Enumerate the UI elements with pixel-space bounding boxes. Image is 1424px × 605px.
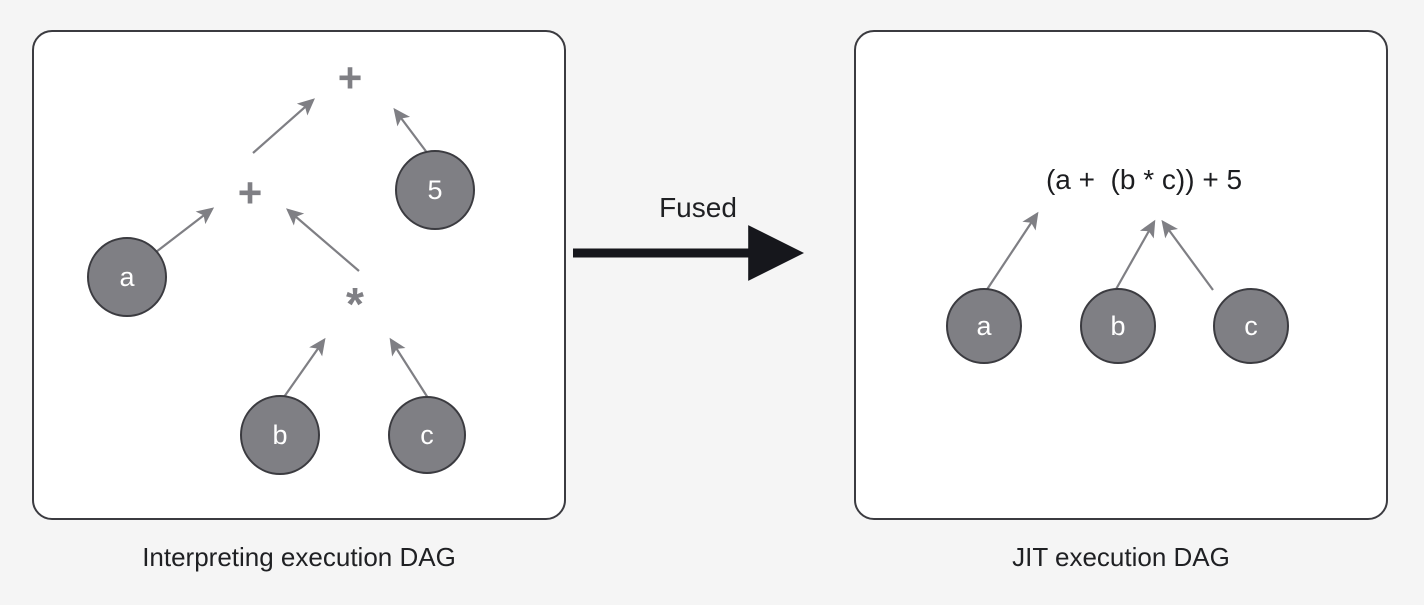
operator-multiply: * xyxy=(335,278,375,330)
node-c-interpreting[interactable]: c xyxy=(388,396,466,474)
node-b-interpreting[interactable]: b xyxy=(240,395,320,475)
fused-transition-label: Fused xyxy=(659,192,737,223)
node-c-jit[interactable]: c xyxy=(1213,288,1289,364)
caption-jit-dag: JIT execution DAG xyxy=(1012,542,1230,572)
operator-label: + xyxy=(337,54,363,101)
node-label: b xyxy=(1110,310,1126,341)
caption-interpreting-dag: Interpreting execution DAG xyxy=(142,542,456,572)
operator-label: * xyxy=(346,278,364,330)
node-label: c xyxy=(420,419,434,450)
node-a-interpreting[interactable]: a xyxy=(87,237,167,317)
jit-dag-panel xyxy=(854,30,1388,520)
fused-expression-label: (a + (b * c)) + 5 xyxy=(1045,164,1243,195)
node-label: c xyxy=(1244,310,1258,341)
operator-plus-top: + xyxy=(330,54,370,101)
node-label: a xyxy=(976,310,992,341)
node-5-interpreting[interactable]: 5 xyxy=(395,150,475,230)
node-b-jit[interactable]: b xyxy=(1080,288,1156,364)
node-label: 5 xyxy=(427,174,443,205)
node-label: b xyxy=(272,419,288,450)
operator-plus-middle: + xyxy=(230,169,270,216)
node-label: a xyxy=(119,261,135,292)
operator-label: + xyxy=(237,169,263,216)
node-a-jit[interactable]: a xyxy=(946,288,1022,364)
